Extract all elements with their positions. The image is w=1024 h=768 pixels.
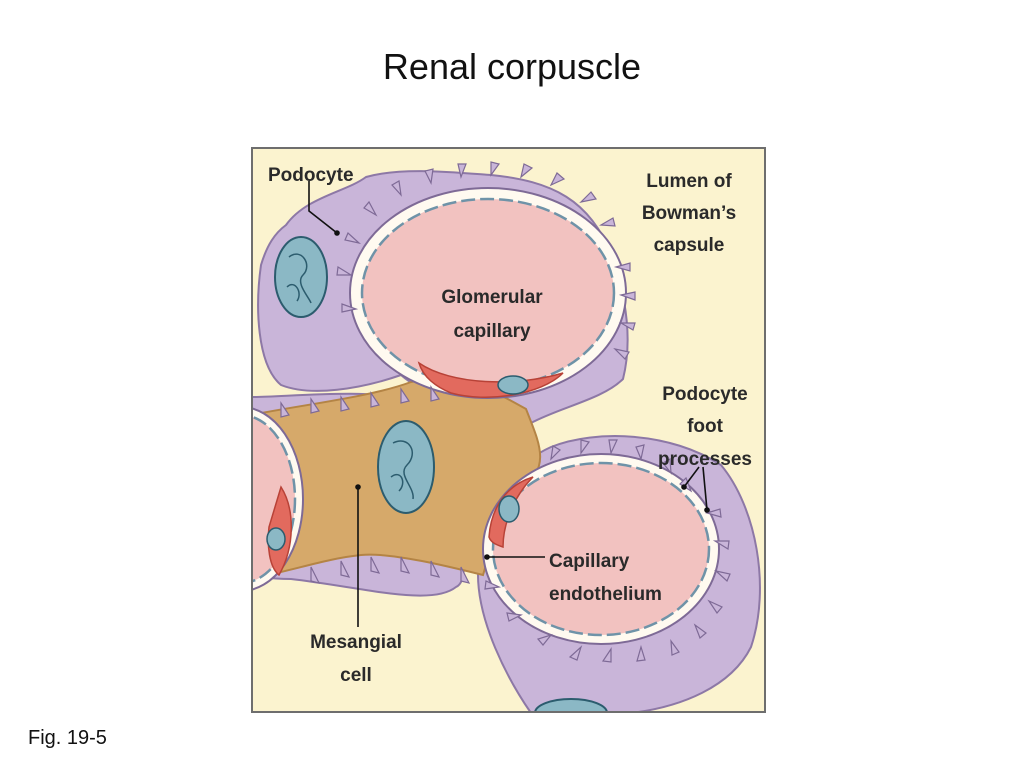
label-lumen-line2: Bowman’s — [642, 203, 736, 224]
podocyte-nucleus — [274, 236, 328, 318]
glomerular-capillary-upper — [349, 187, 627, 399]
label-glomerular-line2: capillary — [453, 321, 531, 342]
label-endothelium-line2: endothelium — [549, 584, 662, 605]
label-pointers — [308, 181, 708, 627]
label-glomerular-line1: Glomerular — [441, 287, 543, 308]
glomerular-capillary-left — [251, 407, 304, 591]
podocyte-pointer — [308, 181, 338, 234]
label-foot-line2: foot — [687, 416, 724, 437]
label-foot-line1: Podocyte — [662, 384, 748, 405]
figure-frame — [251, 147, 766, 713]
slide-title: Renal corpuscle — [382, 46, 642, 87]
label-podocyte: Podocyte — [268, 165, 354, 186]
foot-processes-pointer-1 — [683, 466, 700, 488]
label-lumen-line3: capsule — [654, 235, 725, 256]
podocyte-foot-processes — [280, 161, 731, 663]
renal-corpuscle-figure: Podocyte Lumen of Bowman’s capsule Glome… — [251, 147, 766, 713]
figure-caption: Fig. 19-5 — [28, 727, 107, 749]
glomerular-capillary-lower — [482, 453, 720, 645]
podocyte-nucleus-bottom — [534, 698, 608, 713]
foot-processes-pointer-2 — [702, 466, 708, 511]
pointer-dots — [334, 230, 710, 560]
label-mesangial-line1: Mesangial — [310, 632, 402, 653]
label-lumen-line1: Lumen of — [646, 171, 732, 192]
mesangial-nucleus — [377, 420, 435, 514]
label-endothelium-line1: Capillary — [549, 551, 630, 572]
label-foot-line3: processes — [658, 449, 752, 470]
label-mesangial-line2: cell — [340, 665, 372, 686]
